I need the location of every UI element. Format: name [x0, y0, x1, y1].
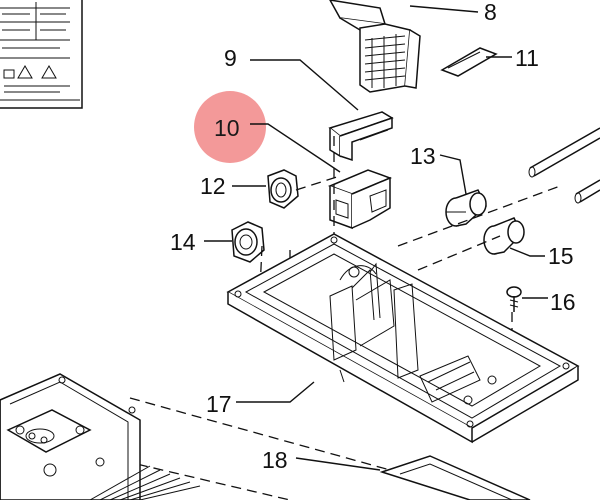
callout-18[interactable]: 18 [262, 447, 288, 473]
callout-12[interactable]: 12 [200, 173, 226, 199]
part-16-screw [506, 286, 522, 312]
callout-14[interactable]: 14 [170, 229, 196, 255]
terminal-block-slots [364, 34, 406, 88]
cable-lines [528, 127, 600, 204]
part-8-terminal-block [329, 0, 421, 93]
part-15-cable-gland [483, 217, 525, 255]
motor-body [0, 373, 201, 500]
leader-line-15 [509, 247, 545, 257]
callout-8[interactable]: 8 [484, 0, 497, 25]
callout-17[interactable]: 17 [206, 391, 232, 417]
callout-13[interactable]: 13 [410, 143, 436, 169]
warning-label-sheet [0, 0, 83, 109]
part-11-gasket [440, 47, 498, 77]
leader-line-9 [250, 59, 359, 111]
callout-15[interactable]: 15 [548, 243, 574, 269]
callout-11[interactable]: 11 [515, 45, 539, 71]
part-9-bracket [328, 111, 394, 162]
part-18-base-gasket [379, 455, 531, 500]
motor-cooling-fins [89, 465, 201, 500]
part-14-nut [231, 221, 265, 263]
leader-line-13 [439, 154, 467, 195]
callout-16[interactable]: 16 [550, 289, 576, 315]
callout-10[interactable]: 10 [214, 115, 240, 141]
part-12-nut [267, 169, 299, 209]
leader-line-8 [409, 5, 479, 13]
callout-highlight-circle [194, 91, 266, 163]
part-13-cable-gland [445, 189, 487, 227]
housing-internal-ribs [329, 262, 497, 405]
motor-terminal-box [6, 409, 105, 477]
leader-line-17 [236, 381, 315, 403]
callout-9[interactable]: 9 [224, 45, 237, 71]
part-17-housing [226, 233, 580, 444]
leader-line-10 [250, 123, 341, 173]
leader-line-18 [295, 457, 381, 471]
part-10-switch-module [327, 169, 393, 230]
